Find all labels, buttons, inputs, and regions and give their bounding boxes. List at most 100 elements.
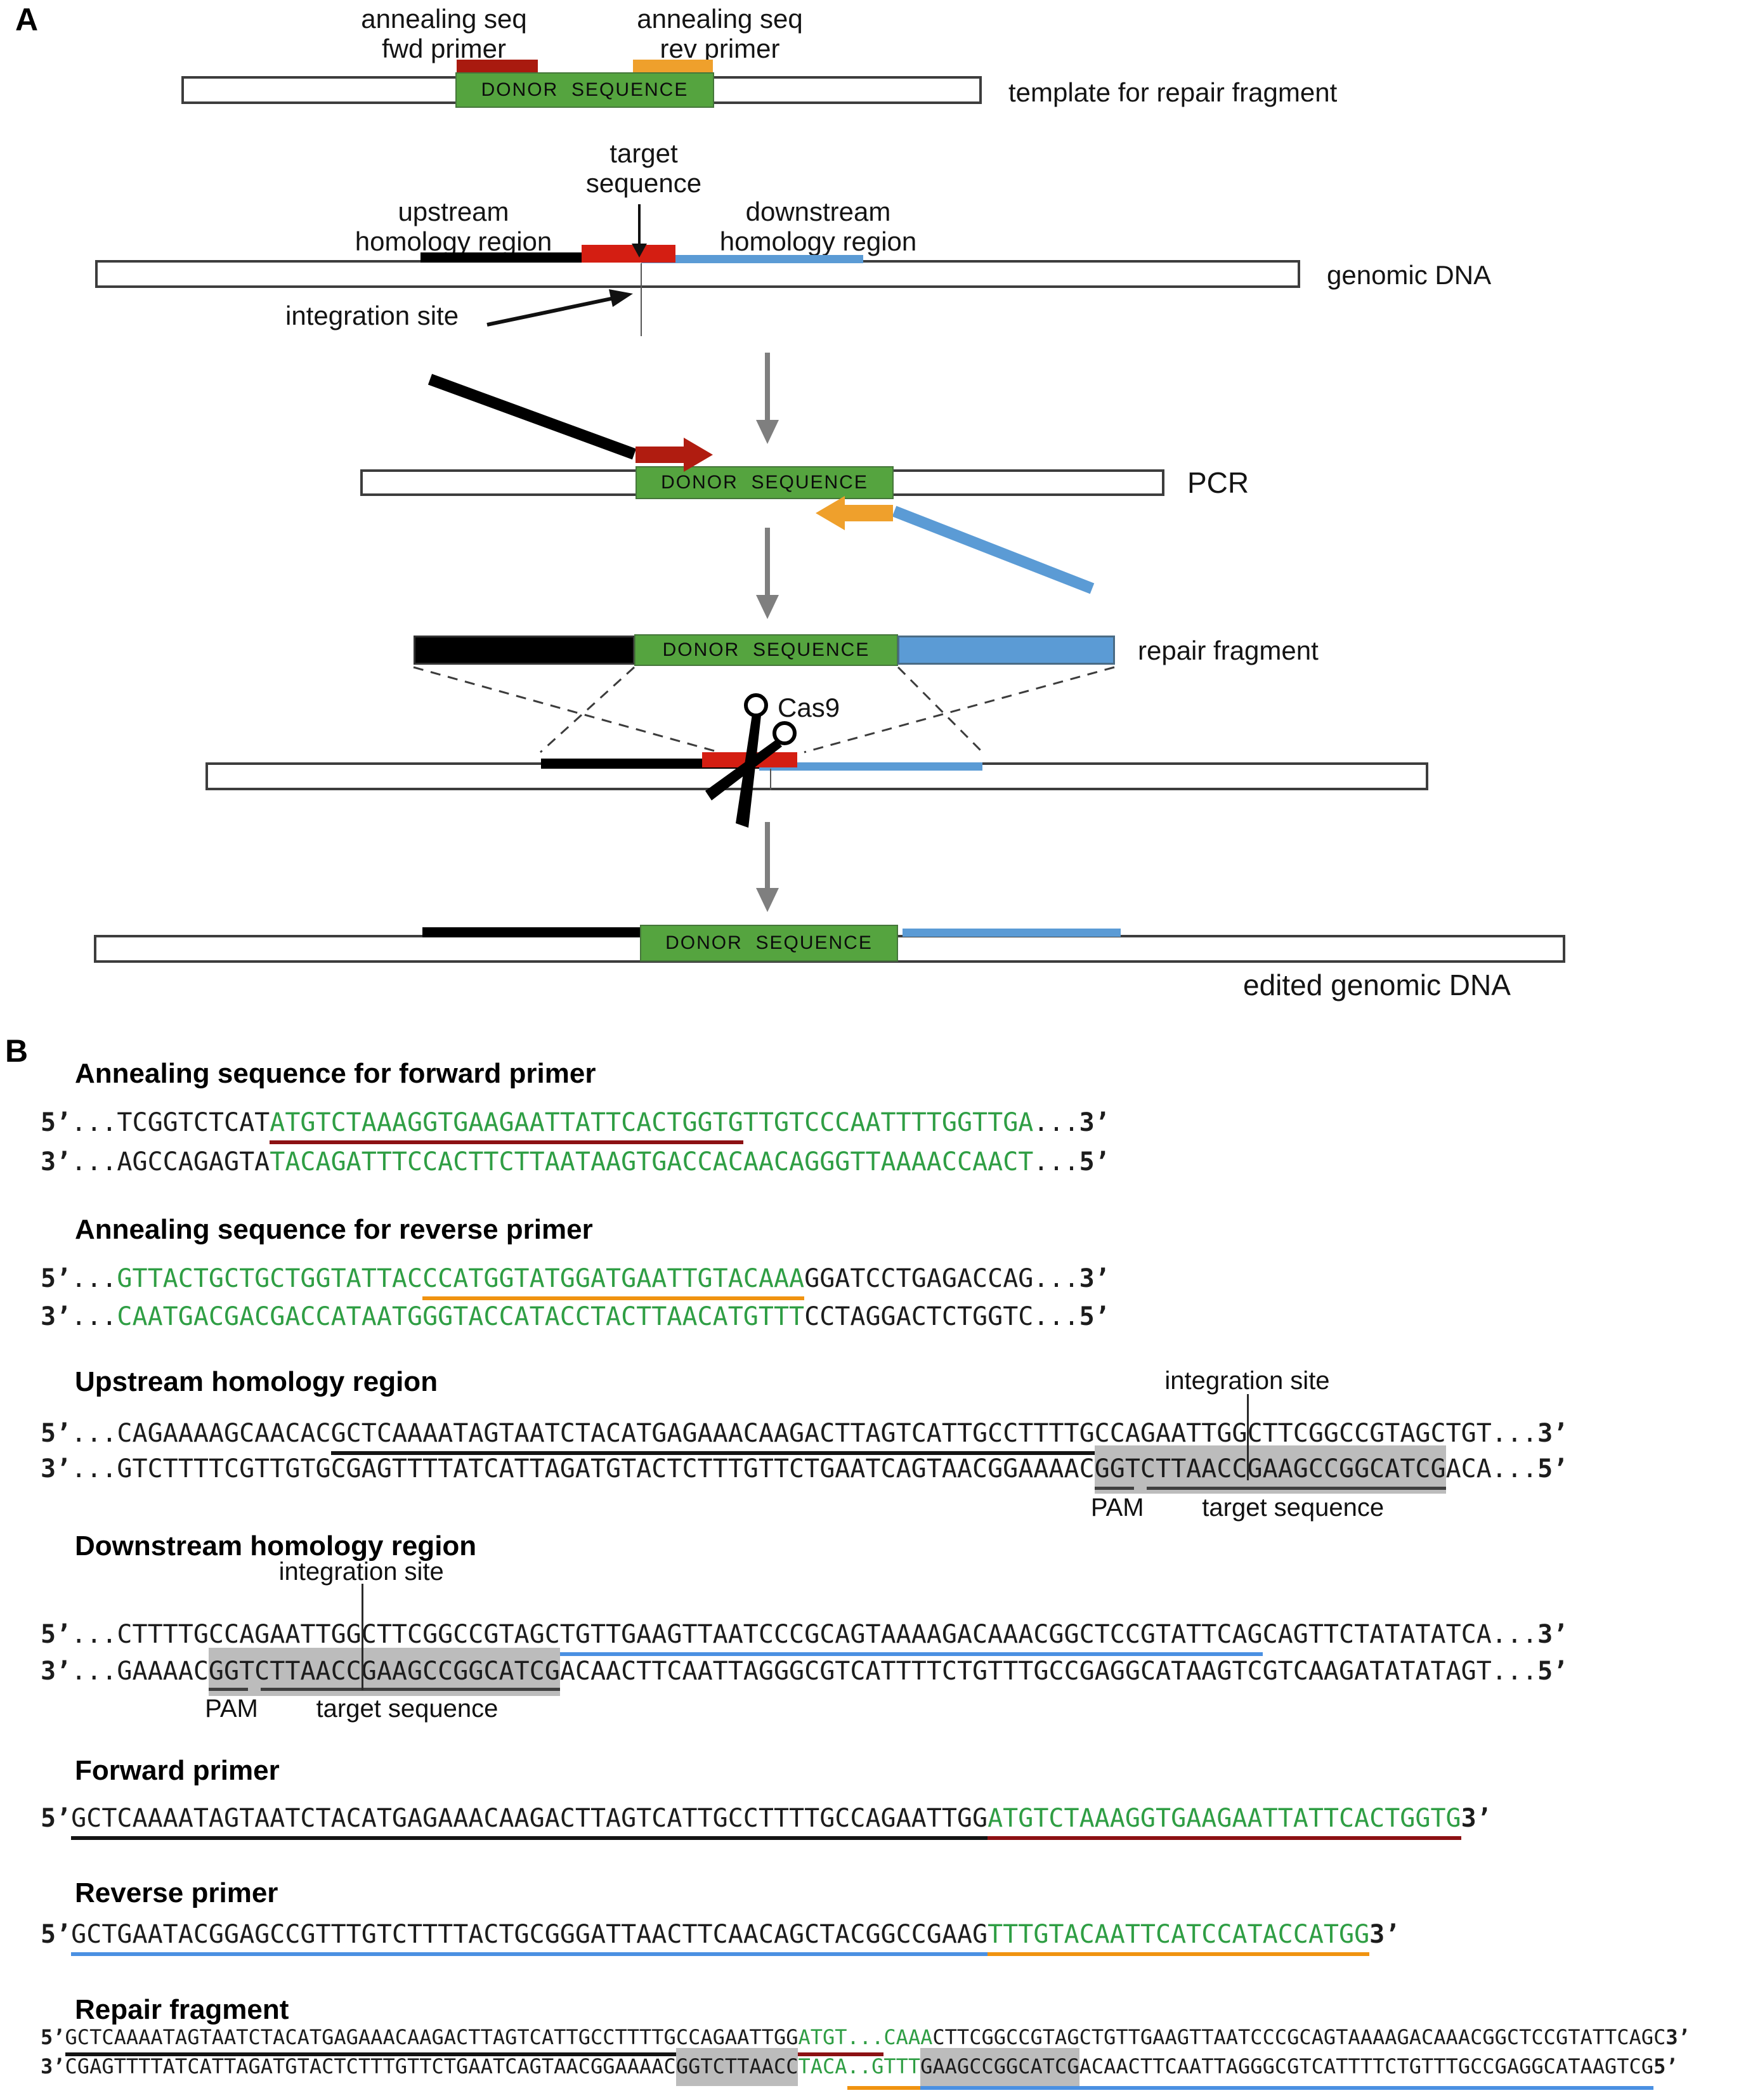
target-sequence-label: target sequence xyxy=(1140,1493,1446,1522)
pam-underline xyxy=(1094,1487,1134,1490)
sequence-segment: GCTCAAAATAGTAATCTACATGAGAAACAAGACTTAGTCA… xyxy=(71,1804,988,1840)
annealing-rev-label: annealing seq rev primer xyxy=(571,4,869,63)
integration-site-line xyxy=(361,1584,363,1690)
sequence-segment: GTTACTGCTGCTGGTATTAC xyxy=(117,1264,423,1293)
section-heading-downstream: Downstream homology region xyxy=(75,1530,477,1562)
annealing-fwd-label-line2: fwd primer xyxy=(381,34,507,64)
sequence-segment: ACAACTTCAATTAGGGCGTCATTTTCTGTTTGCCGAGGCA… xyxy=(1079,2054,1654,2090)
sequence-segment: TACAGATTTCCACTTCTTAATAAGTGACCACAACAGGGTT… xyxy=(270,1147,1034,1177)
prime-start: 5’ xyxy=(41,2025,65,2049)
downstream-label-line1: downstream xyxy=(745,197,891,226)
prime-start: 5’ xyxy=(41,1804,72,1833)
sequence-line-1: 5’...CTTTTGCCAGAATTGGCTTCGGCCGTAGCTGTTGA… xyxy=(41,1619,1568,1656)
annealing-fwd-label: annealing seq fwd primer xyxy=(298,4,590,63)
sequence-segment: ...GTCTTTTCGTTGTGCGAGTTTTATCATTAGATGTACT… xyxy=(71,1454,1095,1484)
sequence-segment: CTTCGGCCGTAGCTGT... xyxy=(1247,1419,1538,1448)
prime-start: 5’ xyxy=(41,1108,72,1137)
prime-end: 5’ xyxy=(1653,2054,1678,2078)
sequence-segment: GCTGAATACGGAGCCGTTTGTCTTTTACTGCGGGATTAAC… xyxy=(71,1920,988,1956)
target-sequence-text: target sequence xyxy=(316,1695,499,1723)
sequence-segment: ACA... xyxy=(1445,1454,1538,1484)
integration-site-text: integration site xyxy=(1164,1367,1330,1395)
rev-annealing-strip xyxy=(633,60,713,74)
sequence-segment: GCTCAAAATAGTAATCTACATGAGAAACAAGACTTAGTCA… xyxy=(65,2025,799,2056)
sequence-segment: ...TCGGTCTCAT xyxy=(71,1108,270,1137)
prime-end: 3’ xyxy=(1369,1920,1400,1949)
target-label-line1: target xyxy=(609,138,678,168)
integration-site-line xyxy=(1247,1394,1249,1480)
sequence-segment: GGATCCTGAGACCAG... xyxy=(804,1264,1079,1293)
downstream-label-line2: homology region xyxy=(719,226,917,257)
integration-site-text: integration site xyxy=(278,1558,444,1586)
prime-end: 3’ xyxy=(1537,1419,1568,1448)
upstream-homology-label: upstream homology region xyxy=(311,197,596,256)
repair-fragment-label: repair fragment xyxy=(1138,636,1319,665)
sequence-line-1: 5’GCTCAAAATAGTAATCTACATGAGAAACAAGACTTAGT… xyxy=(41,1803,1492,1840)
sequence-segment: ACAACTTCAATTAGGGCGTCATTTTCTGTTTGCCGAGGCA… xyxy=(559,1657,1538,1686)
sequence-segment: ... xyxy=(71,1302,117,1331)
sequence-segment: ..GTTT xyxy=(847,2054,921,2090)
prime-start: 3’ xyxy=(41,2054,65,2078)
target-sequence-underline xyxy=(1146,1487,1446,1490)
upstream-label-line1: upstream xyxy=(398,197,509,226)
sequence-segment: GAAGCCGGCATCG xyxy=(1247,1445,1446,1494)
prime-end: 3’ xyxy=(1461,1804,1492,1833)
sequence-segment: CCTAGGACTCTGGTC... xyxy=(804,1302,1079,1331)
prime-end: 3’ xyxy=(1079,1108,1110,1137)
sequence-segment: CCATGGTATGGATGAATTGTACAAA xyxy=(422,1264,805,1300)
prime-start: 5’ xyxy=(41,1419,72,1448)
genomic-dna-label: genomic DNA xyxy=(1327,260,1492,290)
sequence-line-1: 5’...CAGAAAAGCAACACGCTCAAAATAGTAATCTACAT… xyxy=(41,1418,1568,1455)
pam-text: PAM xyxy=(205,1695,258,1723)
sequence-line-2: 3’...AGCCAGAGTATACAGATTTCCACTTCTTAATAAGT… xyxy=(41,1147,1110,1177)
downstream-homology-segment-cut xyxy=(759,762,982,771)
sequence-segment: CTTCGGCCGTAGCTGTTGAAGTTAATCCCGCAGTAAAAGA… xyxy=(361,1620,1263,1656)
sequence-line-2: 3’...GAAAACGGTCTTAACCGAAGCCGGCATCGACAACT… xyxy=(41,1648,1568,1696)
sequence-line-1: 5’GCTCAAAATAGTAATCTACATGAGAAACAAGACTTAGT… xyxy=(41,2025,1690,2056)
sequence-segment: ...AGCCAGAGTA xyxy=(71,1147,270,1177)
pam-underline xyxy=(208,1688,249,1691)
section-heading-repair: Repair fragment xyxy=(75,1994,289,2025)
sequence-segment: ...CAGAAAAGCAACAC xyxy=(71,1419,331,1448)
sequence-segment: CGAGTTTTATCATTAGATGTACTCTTTGTTCTGAATCAGT… xyxy=(65,2054,676,2078)
prime-end: 5’ xyxy=(1079,1302,1110,1331)
integration-site-label: integration site xyxy=(1114,1366,1380,1395)
sequence-line-1: 5’...TCGGTCTCATATGTCTAAAGGTGAAGAATTATTCA… xyxy=(41,1107,1110,1144)
fwd-annealing-strip xyxy=(457,60,538,74)
sequence-line-2: 3’...CAATGACGACGACCATAATGGGTACCATACCTACT… xyxy=(41,1301,1110,1332)
prime-start: 3’ xyxy=(41,1302,72,1331)
target-sequence-box xyxy=(582,245,675,263)
sequence-line-1: 5’...GTTACTGCTGCTGGTATTACCCATGGTATGGATGA… xyxy=(41,1263,1110,1300)
target-sequence-label: target sequence xyxy=(254,1694,560,1723)
downstream-homology-segment xyxy=(641,255,863,263)
sequence-segment: CAATGACGACGACCATAATGGGTACCATACCTACTTAACA… xyxy=(117,1302,805,1331)
prime-start: 3’ xyxy=(41,1657,72,1686)
sequence-segment: GGTCTTAACC xyxy=(675,2048,799,2086)
edited-downstream-segment xyxy=(903,929,1121,937)
sequence-segment: TACA xyxy=(798,2054,847,2078)
section-heading-annealing-fwd: Annealing sequence for forward primer xyxy=(75,1058,596,1089)
prime-start: 3’ xyxy=(41,1147,72,1177)
prime-start: 5’ xyxy=(41,1620,72,1649)
donor-sequence-box-template: DONOR SEQUENCE xyxy=(455,72,714,108)
prime-start: 5’ xyxy=(41,1920,72,1949)
annealing-rev-label-line2: rev primer xyxy=(660,34,780,64)
repair-fragment-blue-segment xyxy=(897,636,1115,665)
prime-end: 5’ xyxy=(1537,1657,1568,1686)
sequence-line-2: 3’...GTCTTTTCGTTGTGCGAGTTTTATCATTAGATGTA… xyxy=(41,1445,1568,1494)
edited-genomic-dna-label: edited genomic DNA xyxy=(1243,968,1511,1001)
template-for-repair-label: template for repair fragment xyxy=(1008,77,1338,107)
prime-end: 3’ xyxy=(1665,2025,1690,2049)
integration-site-label: integration site xyxy=(228,1557,495,1586)
pam-label: PAM xyxy=(1069,1493,1166,1522)
prime-start: 5’ xyxy=(41,1264,72,1293)
section-heading-fwd-primer: Forward primer xyxy=(75,1755,280,1786)
target-sequence-underline xyxy=(261,1688,560,1691)
sequence-segment: GAAGCCGGCATCG xyxy=(920,2048,1079,2090)
sequence-segment: CAAA xyxy=(883,2025,933,2049)
sequence-segment: ... xyxy=(1033,1108,1079,1137)
sequence-segment: ...GAAAAC xyxy=(71,1657,209,1686)
annealing-rev-label-line1: annealing seq xyxy=(637,4,803,34)
sequence-segment: ... xyxy=(71,1264,117,1293)
